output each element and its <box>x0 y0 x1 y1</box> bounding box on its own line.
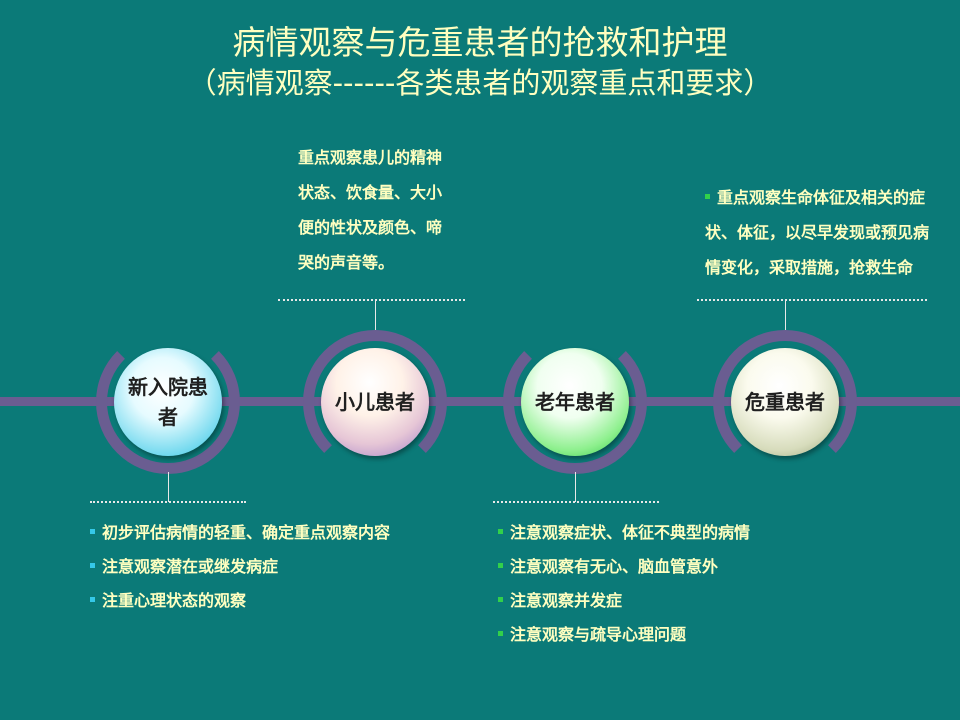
node-ring <box>713 330 857 474</box>
list-item: 注意观察潜在或继发病症 <box>90 550 460 584</box>
slide-subtitle: （病情观察------各类患者的观察重点和要求） <box>187 66 773 100</box>
timeline-bar <box>0 397 960 406</box>
node-ring <box>96 330 240 474</box>
note-critical-text: 重点观察生命体征及相关的症状、体征，以尽早发现或预见病情变化，采取措施，抢救生命 <box>705 188 930 277</box>
dotted-divider-new-patient <box>90 501 246 503</box>
note-critical: 重点观察生命体征及相关的症状、体征，以尽早发现或预见病情变化，采取措施，抢救生命 <box>705 180 937 285</box>
bullet-icon <box>498 529 503 534</box>
list-item: 注意观察有无心、脑血管意外 <box>498 550 898 584</box>
list-item: 注重心理状态的观察 <box>90 584 460 618</box>
connector-new-patient <box>168 472 169 502</box>
slide-title: 病情观察与危重患者的抢救和护理 <box>232 23 728 62</box>
node-ring <box>503 330 647 474</box>
list-item: 注意观察与疏导心理问题 <box>498 618 898 652</box>
bullet-icon <box>498 597 503 602</box>
list-item: 注意观察症状、体征不典型的病情 <box>498 516 898 550</box>
dotted-divider-elderly <box>493 501 659 503</box>
bullet-icon <box>90 529 95 534</box>
bullet-icon <box>498 631 503 636</box>
node-ball-critical: 危重患者 <box>731 348 839 456</box>
node-child: 小儿患者 <box>303 330 447 474</box>
node-critical: 危重患者 <box>713 330 857 474</box>
bullet-icon <box>90 597 95 602</box>
node-ball-new-patient: 新入院患者 <box>114 348 222 456</box>
list-item: 注意观察并发症 <box>498 584 898 618</box>
node-ball-elderly: 老年患者 <box>521 348 629 456</box>
note-new-patient: 初步评估病情的轻重、确定重点观察内容 注意观察潜在或继发病症 注重心理状态的观察 <box>90 516 460 618</box>
connector-child <box>375 300 376 330</box>
node-elderly: 老年患者 <box>503 330 647 474</box>
list-item: 初步评估病情的轻重、确定重点观察内容 <box>90 516 460 550</box>
connector-elderly <box>575 472 576 502</box>
bullet-icon <box>705 194 710 199</box>
bullet-icon <box>498 563 503 568</box>
dotted-divider-child <box>278 299 465 301</box>
node-ball-child: 小儿患者 <box>321 348 429 456</box>
bullet-icon <box>90 563 95 568</box>
note-child: 重点观察患儿的精神状态、饮食量、大小便的性状及颜色、啼哭的声音等。 <box>298 148 443 272</box>
dotted-divider-critical <box>697 299 927 301</box>
connector-critical <box>785 300 786 330</box>
node-ring <box>303 330 447 474</box>
node-new-patient: 新入院患者 <box>96 330 240 474</box>
note-elderly: 注意观察症状、体征不典型的病情 注意观察有无心、脑血管意外 注意观察并发症 注意… <box>498 516 898 652</box>
